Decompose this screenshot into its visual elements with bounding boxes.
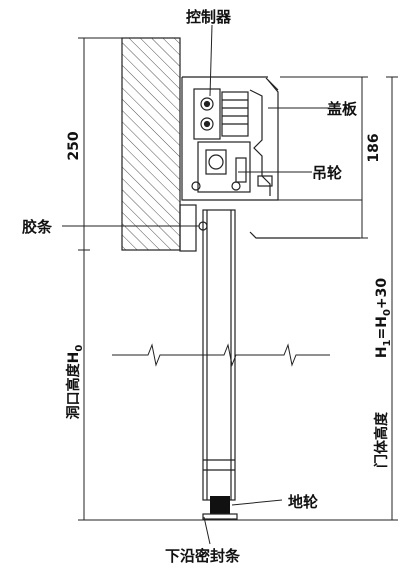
break-lines [112, 343, 330, 367]
cover-lower-lip [249, 231, 360, 239]
rubber-strip-holder [179, 204, 197, 252]
wall-lintel [83, 37, 181, 251]
dimension-lines [78, 37, 398, 521]
leader-lines [62, 24, 330, 545]
label-cover-plate: 盖板 [327, 100, 358, 118]
dim-top-height: 250 [66, 131, 82, 160]
bottom-seal-strip [202, 513, 238, 520]
label-bottom-seal: 下沿密封条 [165, 547, 241, 565]
dim-door-body-height: 门体高度 [373, 411, 390, 468]
dim-door-formula: H1=H0+30 [374, 278, 393, 359]
operator-housing [181, 76, 279, 201]
label-hanging-wheel: 吊轮 [312, 164, 342, 182]
dim-box-height: 186 [366, 133, 382, 162]
dim-opening-height: 洞口高度H0 [65, 345, 85, 420]
label-controller: 控制器 [186, 8, 232, 26]
label-rubber-strip: 胶条 [22, 218, 53, 236]
ground-wheel-block [210, 496, 230, 514]
label-ground-wheel: 地轮 [288, 493, 318, 511]
